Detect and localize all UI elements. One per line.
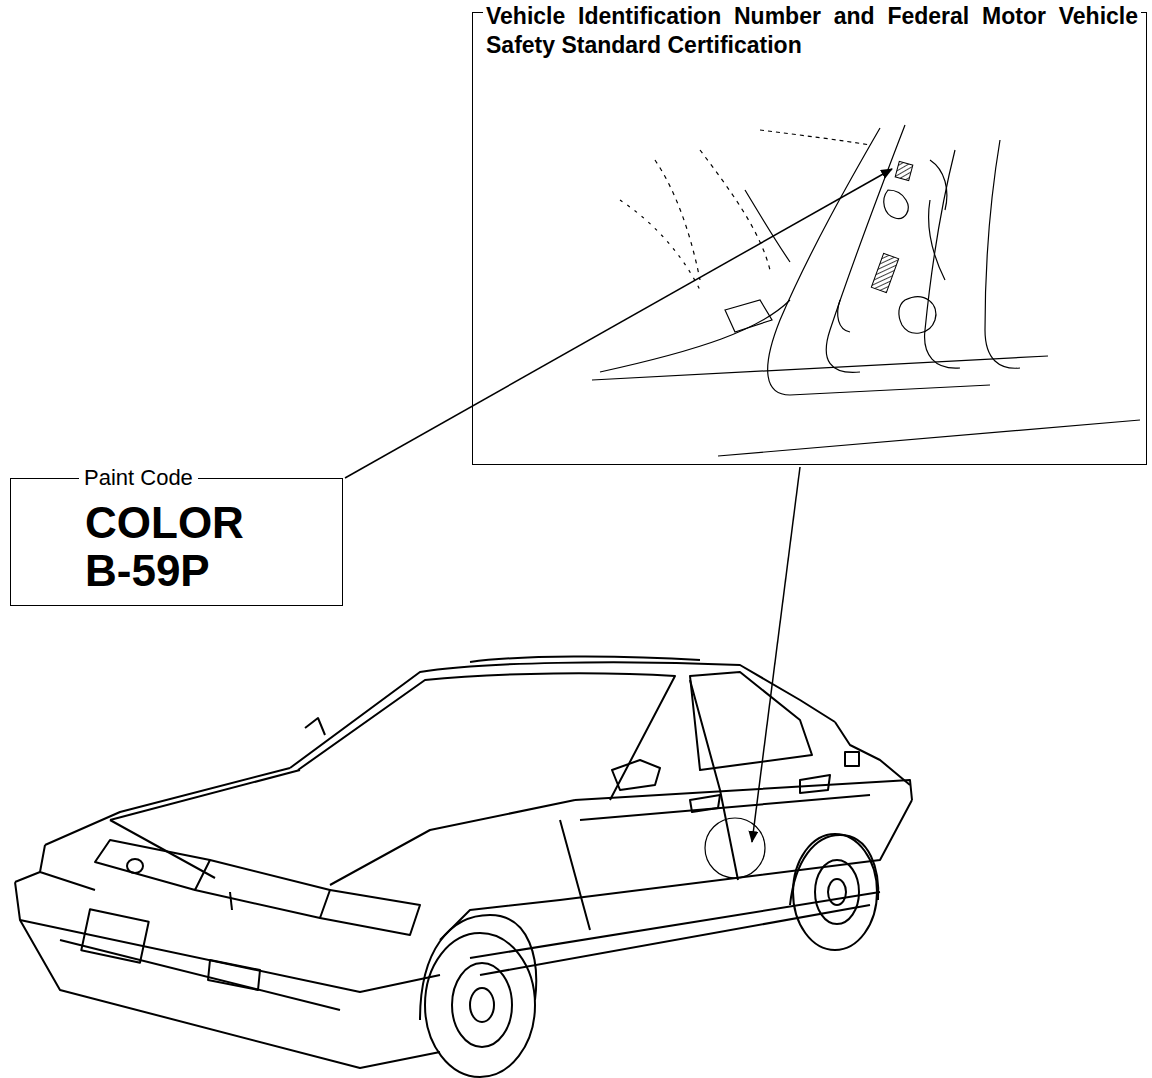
door-jamb-sketch <box>592 125 1140 456</box>
leader-line <box>752 467 800 842</box>
car-body <box>15 656 912 1077</box>
inset-heading: Vehicle Identification Number and Federa… <box>483 2 1141 60</box>
paint-code: COLOR B-59P <box>85 499 285 595</box>
leader-line <box>345 169 892 478</box>
inset-frame: Vehicle Identification Number and Federa… <box>472 12 1147 465</box>
paint-code-box: Paint CodeCOLOR B-59P <box>10 478 343 606</box>
box-heading: Paint Code <box>79 465 198 491</box>
callout-circle <box>705 818 765 878</box>
